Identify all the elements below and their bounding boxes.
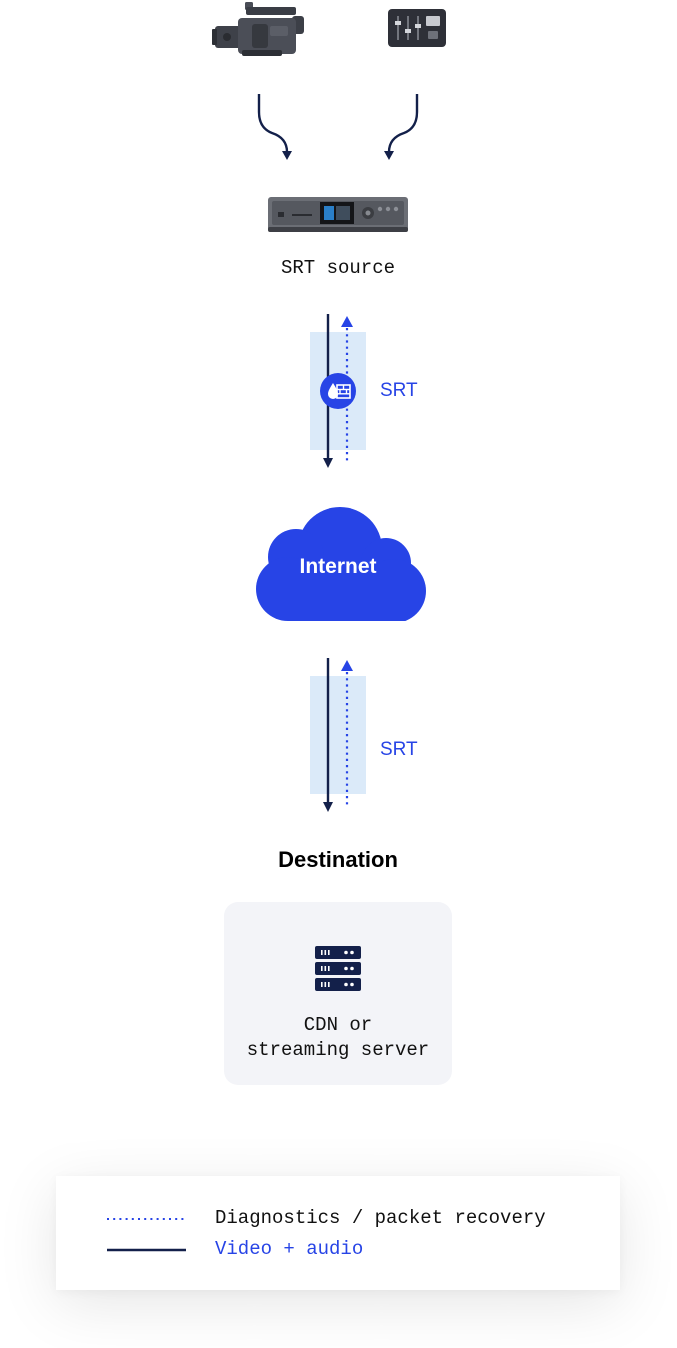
video-camera-icon	[212, 0, 306, 60]
firewall-icon	[320, 373, 356, 409]
destination-description: CDN or streaming server	[224, 1013, 452, 1063]
input-arrows	[257, 94, 419, 160]
legend-solid-swatch	[107, 1248, 186, 1252]
server-rack-icon	[315, 946, 361, 992]
legend-solid-label: Video + audio	[215, 1238, 364, 1260]
destination-line-1: CDN or	[303, 1014, 373, 1036]
srt-label-top: SRT	[380, 380, 418, 401]
srt-link-bottom	[323, 658, 353, 812]
arrow-head	[323, 458, 333, 468]
destination-line-2: streaming server	[246, 1039, 430, 1061]
source-icons	[0, 0, 677, 70]
srt-band-bottom	[310, 676, 366, 794]
mixer-to-encoder-arrow	[387, 94, 419, 153]
audio-mixer-icon	[388, 9, 446, 47]
arrow-head	[341, 316, 353, 327]
legend: Diagnostics / packet recovery Video + au…	[56, 1176, 620, 1290]
internet-cloud-icon	[248, 505, 428, 623]
arrow-head	[384, 151, 394, 160]
arrow-head	[323, 802, 333, 812]
encoder-device-icon	[268, 197, 408, 233]
legend-dotted-label: Diagnostics / packet recovery	[215, 1207, 546, 1229]
camera-to-encoder-arrow	[257, 94, 289, 153]
arrow-head	[282, 151, 292, 160]
legend-dotted-swatch	[107, 1218, 184, 1220]
destination-title: Destination	[278, 847, 398, 872]
destination-card: CDN or streaming server	[224, 902, 452, 1085]
encoder-label: SRT source	[280, 257, 396, 279]
srt-label-bottom: SRT	[380, 739, 418, 760]
internet-label: Internet	[299, 555, 377, 578]
arrow-head	[341, 660, 353, 671]
